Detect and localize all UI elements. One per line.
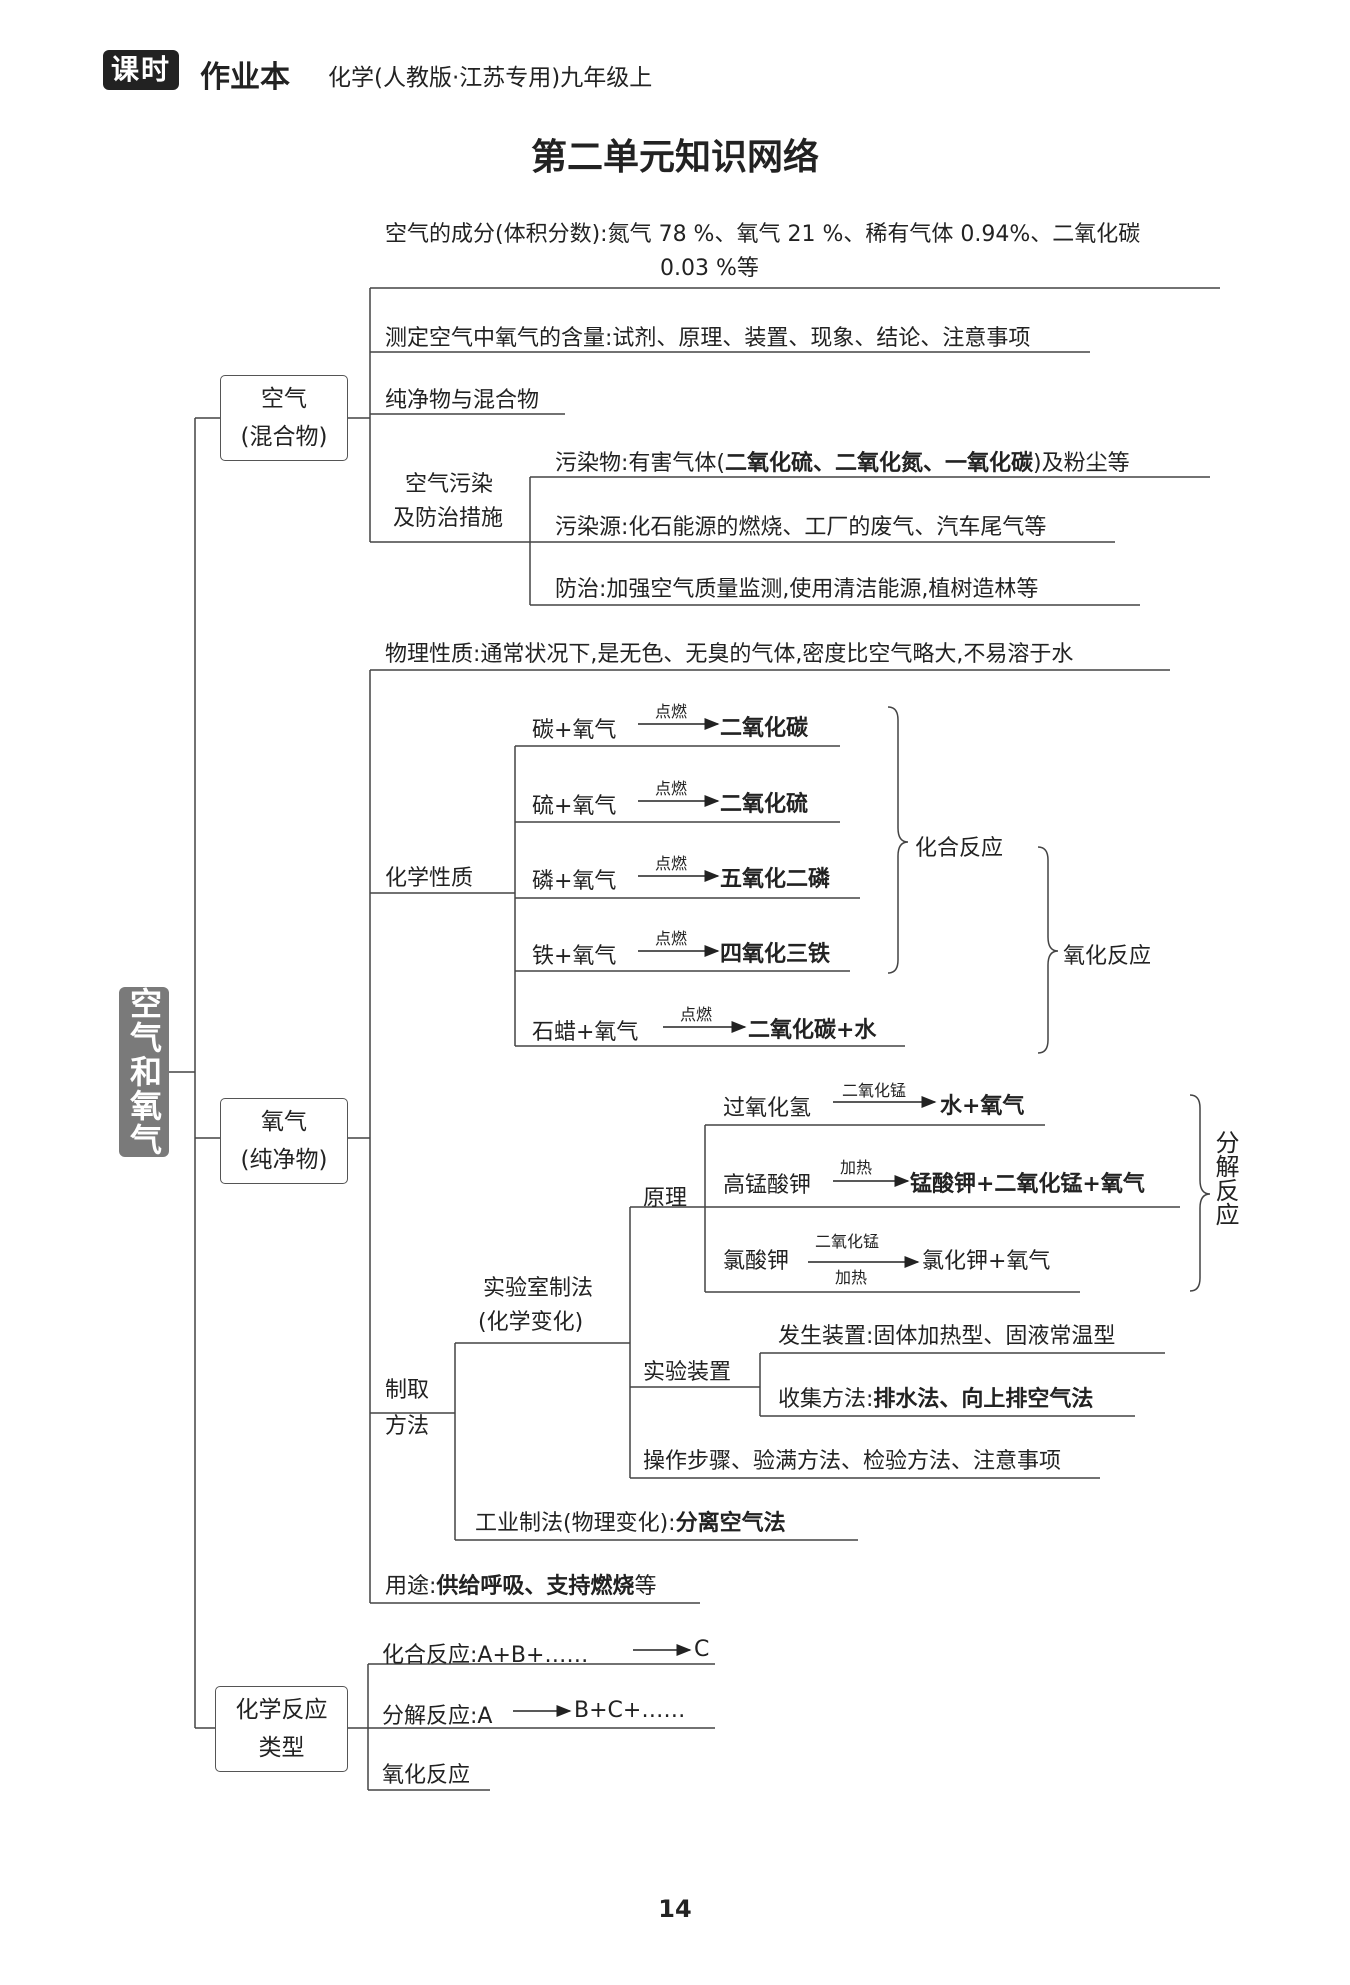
pollution-label-line-2: 及防治措施 — [393, 506, 504, 531]
reaction-carbon-reactants: 碳+氧气 — [532, 718, 617, 743]
air-composition-line-1: 空气的成分(体积分数):氮气 78 %、氧气 21 %、稀有气体 0.94%、二… — [385, 222, 1141, 247]
decomp-h2o2-catalyst: 二氧化锰 — [842, 1081, 907, 1100]
apparatus-label: 实验装置 — [643, 1360, 732, 1385]
preparation-label-line-2: 方法 — [385, 1414, 430, 1439]
reaction-sulfur-reactants: 硫+氧气 — [532, 794, 617, 819]
reaction-types-node-title: 化学反应 — [235, 1697, 328, 1723]
oxygen-node: 氧气 (纯净物) — [220, 1098, 348, 1184]
reaction-paraffin-reactants: 石蜡+氧气 — [532, 1020, 639, 1045]
air-node-subtitle: (混合物) — [240, 424, 328, 450]
reaction-phosphorus-condition: 点燃 — [655, 854, 688, 873]
air-node: 空气 (混合物) — [220, 375, 348, 461]
book-logo: 课时 — [103, 50, 180, 90]
industrial-method-prefix: 工业制法(物理变化): — [475, 1511, 676, 1536]
preparation-label-line-1: 制取 — [385, 1378, 430, 1403]
collection-method-values: 排水法、向上排空气法 — [873, 1386, 1094, 1412]
reaction-types-node-subtitle: 类型 — [258, 1735, 305, 1761]
reaction-iron-product: 四氧化三铁 — [720, 941, 831, 967]
oxidation-reaction-type: 氧化反应 — [382, 1763, 471, 1788]
oxygen-uses-suffix: 等 — [634, 1574, 657, 1599]
pollution-sources: 污染源:化石能源的燃烧、工厂的废气、汽车尾气等 — [555, 515, 1047, 540]
book-name: 作业本 — [200, 60, 290, 95]
oxidation-reaction-label: 氧化反应 — [1063, 944, 1152, 969]
reaction-sulfur-condition: 点燃 — [655, 779, 688, 798]
decomposition-reaction-label: 分解反应 — [1211, 1130, 1239, 1226]
operation-steps: 操作步骤、验满方法、检验方法、注意事项 — [643, 1449, 1062, 1474]
reaction-paraffin-product: 二氧化碳+水 — [748, 1017, 877, 1043]
pollution-prevention: 防治:加强空气质量监测,使用清洁能源,植树造林等 — [555, 577, 1039, 602]
reaction-phosphorus-reactants: 磷+氧气 — [532, 869, 617, 894]
air-node-title: 空气 — [261, 386, 307, 412]
industrial-method: 工业制法(物理变化):分离空气法 — [475, 1505, 786, 1537]
oxygen-uses-values: 供给呼吸、支持燃烧 — [436, 1573, 635, 1599]
reaction-sulfur-product: 二氧化硫 — [720, 791, 809, 817]
oxygen-node-title: 氧气 — [261, 1109, 307, 1135]
physical-properties: 物理性质:通常状况下,是无色、无臭的气体,密度比空气略大,不易溶于水 — [385, 642, 1074, 667]
generator-apparatus: 发生装置:固体加热型、固液常温型 — [778, 1324, 1116, 1349]
collection-method-prefix: 收集方法: — [778, 1387, 874, 1412]
root-topic-label: 空气和氧气 — [119, 987, 169, 1157]
combination-reaction-label: 化合反应 — [915, 836, 1004, 861]
decomp-h2o2-products: 水+氧气 — [940, 1093, 1025, 1119]
pollutants-gases: 二氧化硫、二氧化氮、一氧化碳 — [725, 450, 1034, 476]
industrial-method-value: 分离空气法 — [675, 1510, 786, 1536]
pollutants-suffix: )及粉尘等 — [1033, 451, 1130, 476]
combination-reaction-product: C — [694, 1637, 710, 1662]
decomposition-reaction-products: B+C+…… — [574, 1698, 686, 1723]
decomp-kclo3-products: 氯化钾+氧气 — [922, 1249, 1051, 1274]
collection-method: 收集方法:排水法、向上排空气法 — [778, 1381, 1093, 1413]
reaction-paraffin-condition: 点燃 — [680, 1005, 713, 1024]
oxygen-node-subtitle: (纯净物) — [240, 1147, 328, 1173]
reaction-carbon-product: 二氧化碳 — [720, 715, 809, 741]
oxygen-content-measurement: 测定空气中氧气的含量:试剂、原理、装置、现象、结论、注意事项 — [385, 326, 1031, 351]
pure-substance-and-mixture: 纯净物与混合物 — [385, 388, 540, 413]
reaction-iron-condition: 点燃 — [655, 929, 688, 948]
pollutants-prefix: 污染物:有害气体( — [555, 451, 725, 476]
page-title: 第二单元知识网络 — [530, 137, 819, 178]
reaction-carbon-condition: 点燃 — [655, 702, 688, 721]
book-subtitle: 化学(人教版·江苏专用)九年级上 — [328, 65, 653, 91]
decomp-kclo3-reactant: 氯酸钾 — [723, 1249, 790, 1274]
decomp-kclo3-catalyst: 二氧化锰 — [815, 1232, 880, 1251]
decomp-kmno4-products: 锰酸钾+二氧化锰+氧气 — [910, 1171, 1145, 1197]
oxygen-uses-prefix: 用途: — [385, 1574, 437, 1599]
decomp-kmno4-condition: 加热 — [840, 1158, 873, 1177]
air-composition-line-2: 0.03 %等 — [660, 256, 759, 281]
oxygen-uses: 用途:供给呼吸、支持燃烧等 — [385, 1568, 656, 1600]
decomp-kmno4-reactant: 高锰酸钾 — [723, 1173, 812, 1198]
pollutants: 污染物:有害气体(二氧化硫、二氧化氮、一氧化碳)及粉尘等 — [555, 445, 1130, 477]
principle-label: 原理 — [643, 1186, 688, 1211]
decomposition-reaction-reactant: 分解反应:A — [382, 1704, 493, 1729]
lab-method-label-line-2: (化学变化) — [478, 1310, 584, 1335]
decomp-kclo3-condition: 加热 — [835, 1268, 868, 1287]
decomp-h2o2-reactant: 过氧化氢 — [723, 1096, 812, 1121]
reaction-types-node: 化学反应 类型 — [215, 1686, 348, 1772]
lab-method-label-line-1: 实验室制法 — [483, 1276, 594, 1301]
reaction-phosphorus-product: 五氧化二磷 — [720, 866, 831, 892]
reaction-iron-reactants: 铁+氧气 — [532, 944, 617, 969]
combination-reaction-definition: 化合反应:A+B+…… — [382, 1643, 589, 1668]
pollution-label-line-1: 空气污染 — [405, 472, 494, 497]
chemical-properties-label: 化学性质 — [385, 866, 474, 891]
page-number: 14 — [658, 1895, 692, 1923]
